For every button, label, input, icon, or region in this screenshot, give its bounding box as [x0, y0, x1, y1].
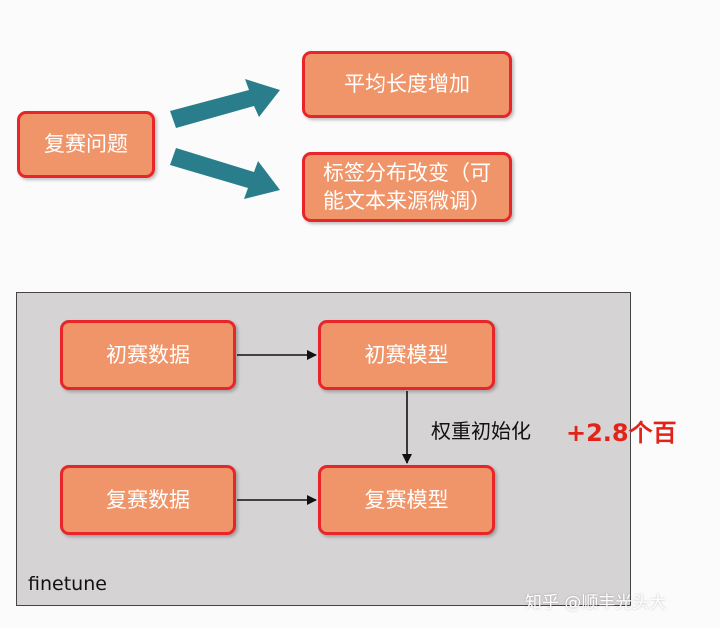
final-model-label: 复赛模型 — [364, 487, 449, 512]
target-box-label-distribution-line2: 能文本来源微调） — [323, 189, 491, 213]
teal-arrow-down — [170, 148, 280, 199]
teal-arrow-up — [170, 79, 280, 128]
final-model-box: 复赛模型 — [318, 465, 495, 535]
prelim-model-box: 初赛模型 — [318, 320, 495, 390]
prelim-model-label: 初赛模型 — [364, 342, 449, 367]
target-box-avg-length: 平均长度增加 — [302, 51, 512, 118]
weight-init-label: 权重初始化 — [431, 419, 531, 443]
source-box-final-problem: 复赛问题 — [17, 111, 155, 178]
target-box-label-distribution-line1: 标签分布改变（可 — [323, 160, 491, 185]
final-data-box: 复赛数据 — [60, 465, 236, 535]
target-box-label-distribution: 标签分布改变（可 能文本来源微调） — [302, 152, 512, 222]
watermark: 知乎 @顺丰光头大 — [525, 593, 667, 613]
finetune-label: finetune — [28, 573, 107, 595]
prelim-data-label: 初赛数据 — [106, 342, 190, 367]
gain-annotation: +2.8个百 — [566, 419, 677, 447]
target-box-avg-length-label: 平均长度增加 — [344, 72, 470, 97]
prelim-data-box: 初赛数据 — [60, 320, 236, 390]
final-data-label: 复赛数据 — [106, 487, 190, 512]
source-box-label: 复赛问题 — [44, 132, 128, 157]
